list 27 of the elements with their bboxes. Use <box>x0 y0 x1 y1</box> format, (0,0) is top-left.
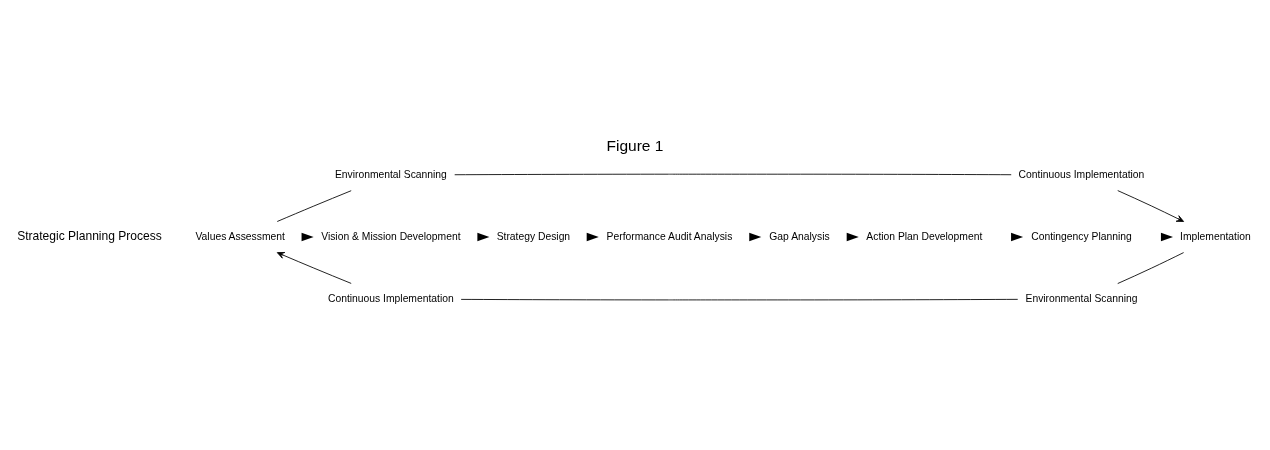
node-text: Contingency Planning <box>1031 230 1132 242</box>
node-text: Continuous Implementation <box>1018 168 1145 180</box>
node-text: Vision & Mission Development <box>321 230 461 242</box>
diagram-title: Figure 1 <box>606 137 664 155</box>
arrow <box>1160 232 1174 242</box>
node-text: Environmental Scanning <box>1025 292 1138 304</box>
node-text: Implementation <box>1180 230 1251 242</box>
connector <box>1117 252 1185 284</box>
connector <box>276 190 352 222</box>
node-text: Strategy Design <box>496 230 571 242</box>
node-text: Environmental Scanning <box>334 168 447 180</box>
node-text: Performance Audit Analysis <box>606 230 733 242</box>
arrow <box>846 232 859 242</box>
node-text: Values Assessment <box>195 230 285 242</box>
label: Strategic Planning Process <box>17 229 162 244</box>
connector <box>454 173 1012 176</box>
connector <box>460 298 1019 301</box>
arrow <box>1117 190 1185 222</box>
node-text: Action Plan Development <box>866 230 983 242</box>
arrow <box>301 232 314 242</box>
arrow <box>477 232 490 242</box>
arrow <box>1011 232 1024 242</box>
node-text: Continuous Implementation <box>328 292 454 304</box>
arrow <box>586 232 599 242</box>
arrow <box>749 232 762 242</box>
node-text: Gap Analysis <box>769 230 830 242</box>
arrow <box>276 252 352 284</box>
